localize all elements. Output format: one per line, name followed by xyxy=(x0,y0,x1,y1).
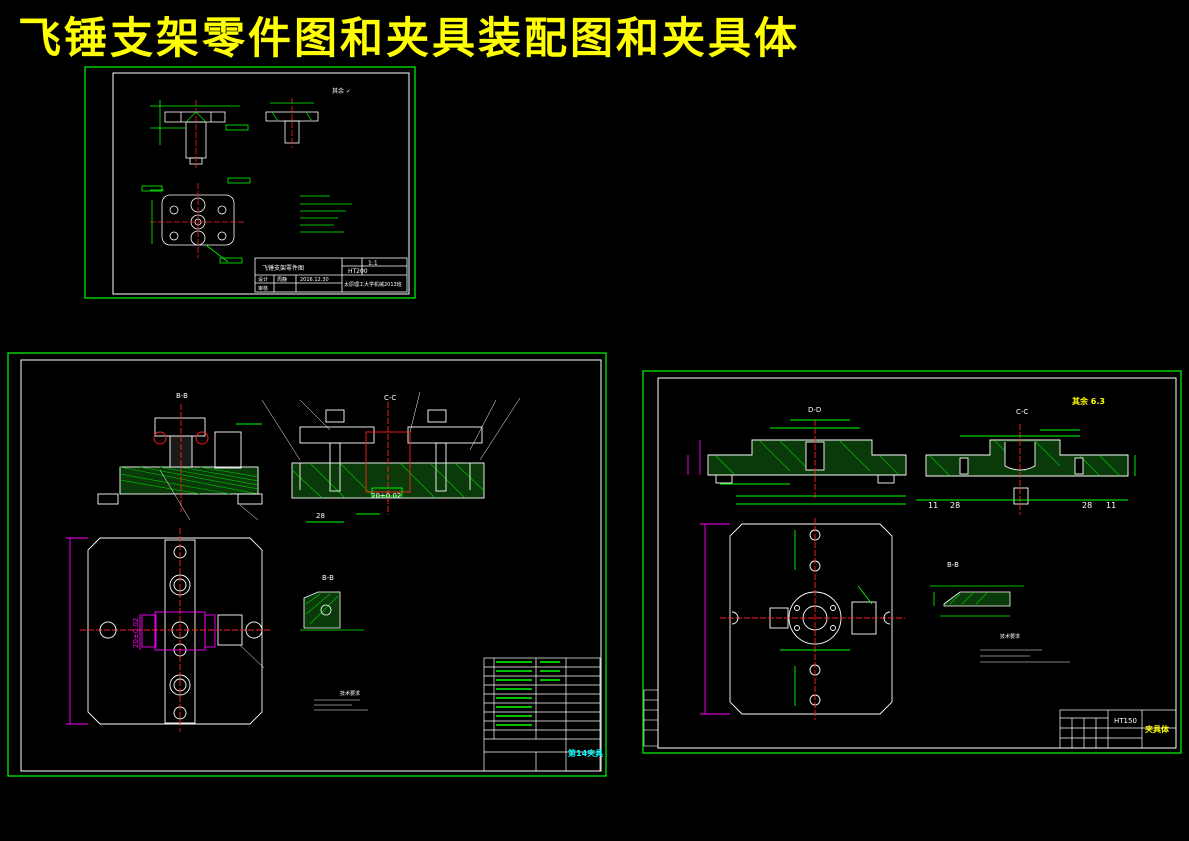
sheet1-school: 太原理工大学机械2013班 xyxy=(344,281,402,288)
sheet2-inner-frame xyxy=(20,359,602,772)
main-title: 飞锤支架零件图和夹具装配图和夹具体 xyxy=(18,14,800,64)
sheet3-label-cc: C-C xyxy=(1016,408,1028,416)
sheet1-inner-frame xyxy=(112,72,410,295)
body-detail-bb xyxy=(930,585,1024,617)
sheet2-dim-tol: 20±0.02 xyxy=(371,492,401,500)
sheet3-roughness: 其余 6.3 xyxy=(1072,396,1105,406)
sheet-fixture-assembly: B-B C-C xyxy=(7,352,607,777)
assembly-side-view xyxy=(261,391,521,523)
sheet3-side-strip xyxy=(643,689,659,747)
sheet1-reviewer-label: 审核 xyxy=(258,285,268,292)
sheet2-label-bb-detail: B-B xyxy=(322,574,334,582)
sheet3-tech-notes xyxy=(980,649,1070,663)
body-front-view xyxy=(687,419,907,505)
sheet3-label-bb: B-B xyxy=(947,561,959,569)
sheet1-outer-frame xyxy=(84,66,416,299)
sheet1-roughness: 其余 ✓ xyxy=(332,87,351,95)
sheet2-title-block-name: 第14夹具 xyxy=(568,748,603,758)
sheet1-drawer: 周静 xyxy=(277,276,287,283)
part-side-view xyxy=(265,98,319,148)
sheet2-dim-28: 28 xyxy=(316,512,325,520)
part-top-view xyxy=(141,177,251,264)
sheet1-date: 2016.12.30 xyxy=(300,277,329,283)
sheet3-outer-frame xyxy=(642,370,1182,754)
sheet3-title-block xyxy=(1059,709,1177,749)
sheet1-scale: 1:1 xyxy=(368,260,378,267)
sheet2-label-bb: B-B xyxy=(176,392,188,400)
assembly-detail-bb xyxy=(300,591,364,631)
body-side-view xyxy=(916,424,1136,515)
sheet2-tech-notes xyxy=(314,699,368,711)
sheet3-part-name: 夹具体 xyxy=(1145,724,1170,734)
sheet3-dim-11b: 11 xyxy=(1106,501,1116,510)
sheet2-outer-frame xyxy=(7,352,607,777)
sheet1-title-block: 飞锤支架零件图 1:1 HT200 设计 审核 周静 2016.12.30 太原… xyxy=(254,257,408,293)
sheet1-part-name: 飞锤支架零件图 xyxy=(262,264,304,272)
assembly-front-view xyxy=(97,404,263,521)
sheet-fixture-body: 其余 6.3 D-D C-C xyxy=(642,370,1182,754)
sheet2-label-cc: C-C xyxy=(384,394,396,402)
part-front-view xyxy=(150,100,249,168)
sheet2-bom-table xyxy=(483,657,601,772)
sheet1-tech-notes xyxy=(300,195,352,233)
sheet-part-drawing: 其余 ✓ xyxy=(84,66,416,299)
sheet3-dim-28b: 28 xyxy=(1082,501,1092,510)
sheet3-dim-11a: 11 xyxy=(928,501,938,510)
sheet3-tech-title: 技术要求 xyxy=(1000,633,1020,640)
sheet2-dim-side: 20±0.02 xyxy=(132,618,140,648)
sheet3-dim-28a: 28 xyxy=(950,501,960,510)
sheet3-material: HT150 xyxy=(1114,717,1137,725)
sheet1-material: HT200 xyxy=(348,268,368,275)
assembly-top-view xyxy=(66,528,270,732)
sheet3-inner-frame xyxy=(657,377,1177,749)
sheet3-label-dd: D-D xyxy=(808,406,821,414)
sheet2-tech-title: 技术要求 xyxy=(340,690,360,697)
body-top-view xyxy=(700,518,905,720)
sheet1-designer-label: 设计 xyxy=(258,276,268,283)
